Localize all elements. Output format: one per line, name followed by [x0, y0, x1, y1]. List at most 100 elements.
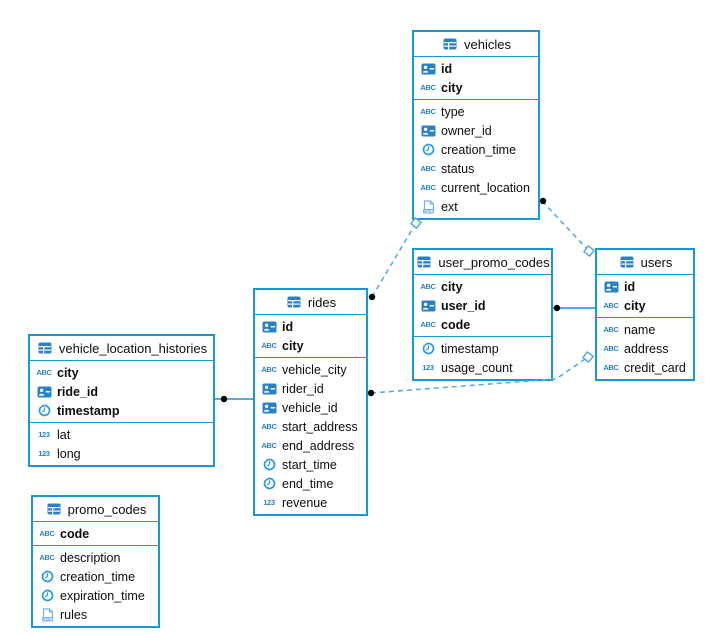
column-name: description	[60, 550, 121, 565]
column-name: creation_time	[441, 142, 517, 157]
column-row: id	[255, 317, 366, 336]
table-name: promo_codes	[67, 501, 147, 517]
column-name: vehicle_city	[282, 362, 347, 377]
text-type-icon: ABC	[39, 553, 55, 562]
relationship-endpoint-dot	[368, 293, 376, 301]
column-name: owner_id	[441, 123, 492, 138]
table-icon	[36, 341, 54, 355]
column-row: ABC vehicle_city	[255, 360, 366, 379]
column-row: id	[414, 59, 538, 78]
column-row: ride_id	[30, 382, 213, 401]
column-row: user_id	[414, 296, 551, 315]
relationship-endpoint-dot	[367, 389, 375, 397]
relationship-endpoint-dot	[220, 395, 228, 403]
column-name: id	[441, 61, 453, 76]
column-name: id	[282, 319, 294, 334]
relationship-line-vehicles-users[interactable]	[541, 200, 590, 252]
id-card-type-icon	[602, 280, 620, 294]
column-row: rider_id	[255, 379, 366, 398]
text-type-icon: ABC	[420, 164, 436, 173]
column-row: expiration_time	[33, 586, 158, 605]
timestamp-type-icon	[35, 404, 53, 418]
column-row: ABC credit_card	[597, 358, 693, 377]
text-type-icon: ABC	[420, 282, 436, 291]
column-row: start_time	[255, 455, 366, 474]
table-header[interactable]: promo_codes	[33, 497, 158, 522]
column-name: credit_card	[624, 360, 686, 375]
text-type-icon: ABC	[39, 529, 55, 538]
timestamp-type-icon	[260, 458, 278, 472]
relationship-line-vehicles-rides[interactable]	[371, 222, 417, 298]
table-icon	[618, 255, 636, 269]
column-row: creation_time	[414, 140, 538, 159]
table-header[interactable]: vehicle_location_histories	[30, 336, 213, 361]
column-name: rules	[60, 607, 88, 622]
column-row: ABC city	[414, 78, 538, 97]
text-type-icon: ABC	[420, 183, 436, 192]
id-card-type-icon	[260, 382, 278, 396]
text-type-icon: ABC	[603, 363, 619, 372]
column-row: ABC description	[33, 548, 158, 567]
column-row: timestamp	[414, 339, 551, 358]
table-icon	[285, 295, 303, 309]
text-type-icon: ABC	[261, 365, 277, 374]
column-name: user_id	[441, 298, 486, 313]
column-row: creation_time	[33, 567, 158, 586]
timestamp-type-icon	[38, 589, 56, 603]
svg-text:JSON: JSON	[423, 209, 433, 213]
table-header[interactable]: rides	[255, 290, 366, 315]
text-type-icon: ABC	[420, 107, 436, 116]
column-name: lat	[57, 427, 71, 442]
table-header[interactable]: vehicles	[414, 32, 538, 57]
column-name: rider_id	[282, 381, 324, 396]
text-type-icon: ABC	[420, 83, 436, 92]
column-name: start_time	[282, 457, 337, 472]
timestamp-type-icon	[419, 342, 437, 356]
column-name: address	[624, 341, 669, 356]
text-type-icon: ABC	[261, 422, 277, 431]
column-name: city	[624, 298, 646, 313]
id-card-type-icon	[35, 385, 53, 399]
column-name: city	[441, 80, 463, 95]
column-name: name	[624, 322, 656, 337]
number-type-icon: 123	[38, 449, 50, 458]
table-header[interactable]: users	[597, 250, 693, 275]
relationship-endpoint-diamond	[582, 244, 596, 258]
column-row: end_time	[255, 474, 366, 493]
number-type-icon: 123	[263, 498, 275, 507]
table-header[interactable]: user_promo_codes	[414, 250, 551, 275]
json-type-icon: JSON	[38, 607, 56, 622]
column-name: ride_id	[57, 384, 98, 399]
column-name: start_address	[282, 419, 358, 434]
text-type-icon: ABC	[36, 368, 52, 377]
column-name: id	[624, 279, 636, 294]
table-icon	[45, 502, 63, 516]
relationship-endpoint-dot	[539, 197, 547, 205]
